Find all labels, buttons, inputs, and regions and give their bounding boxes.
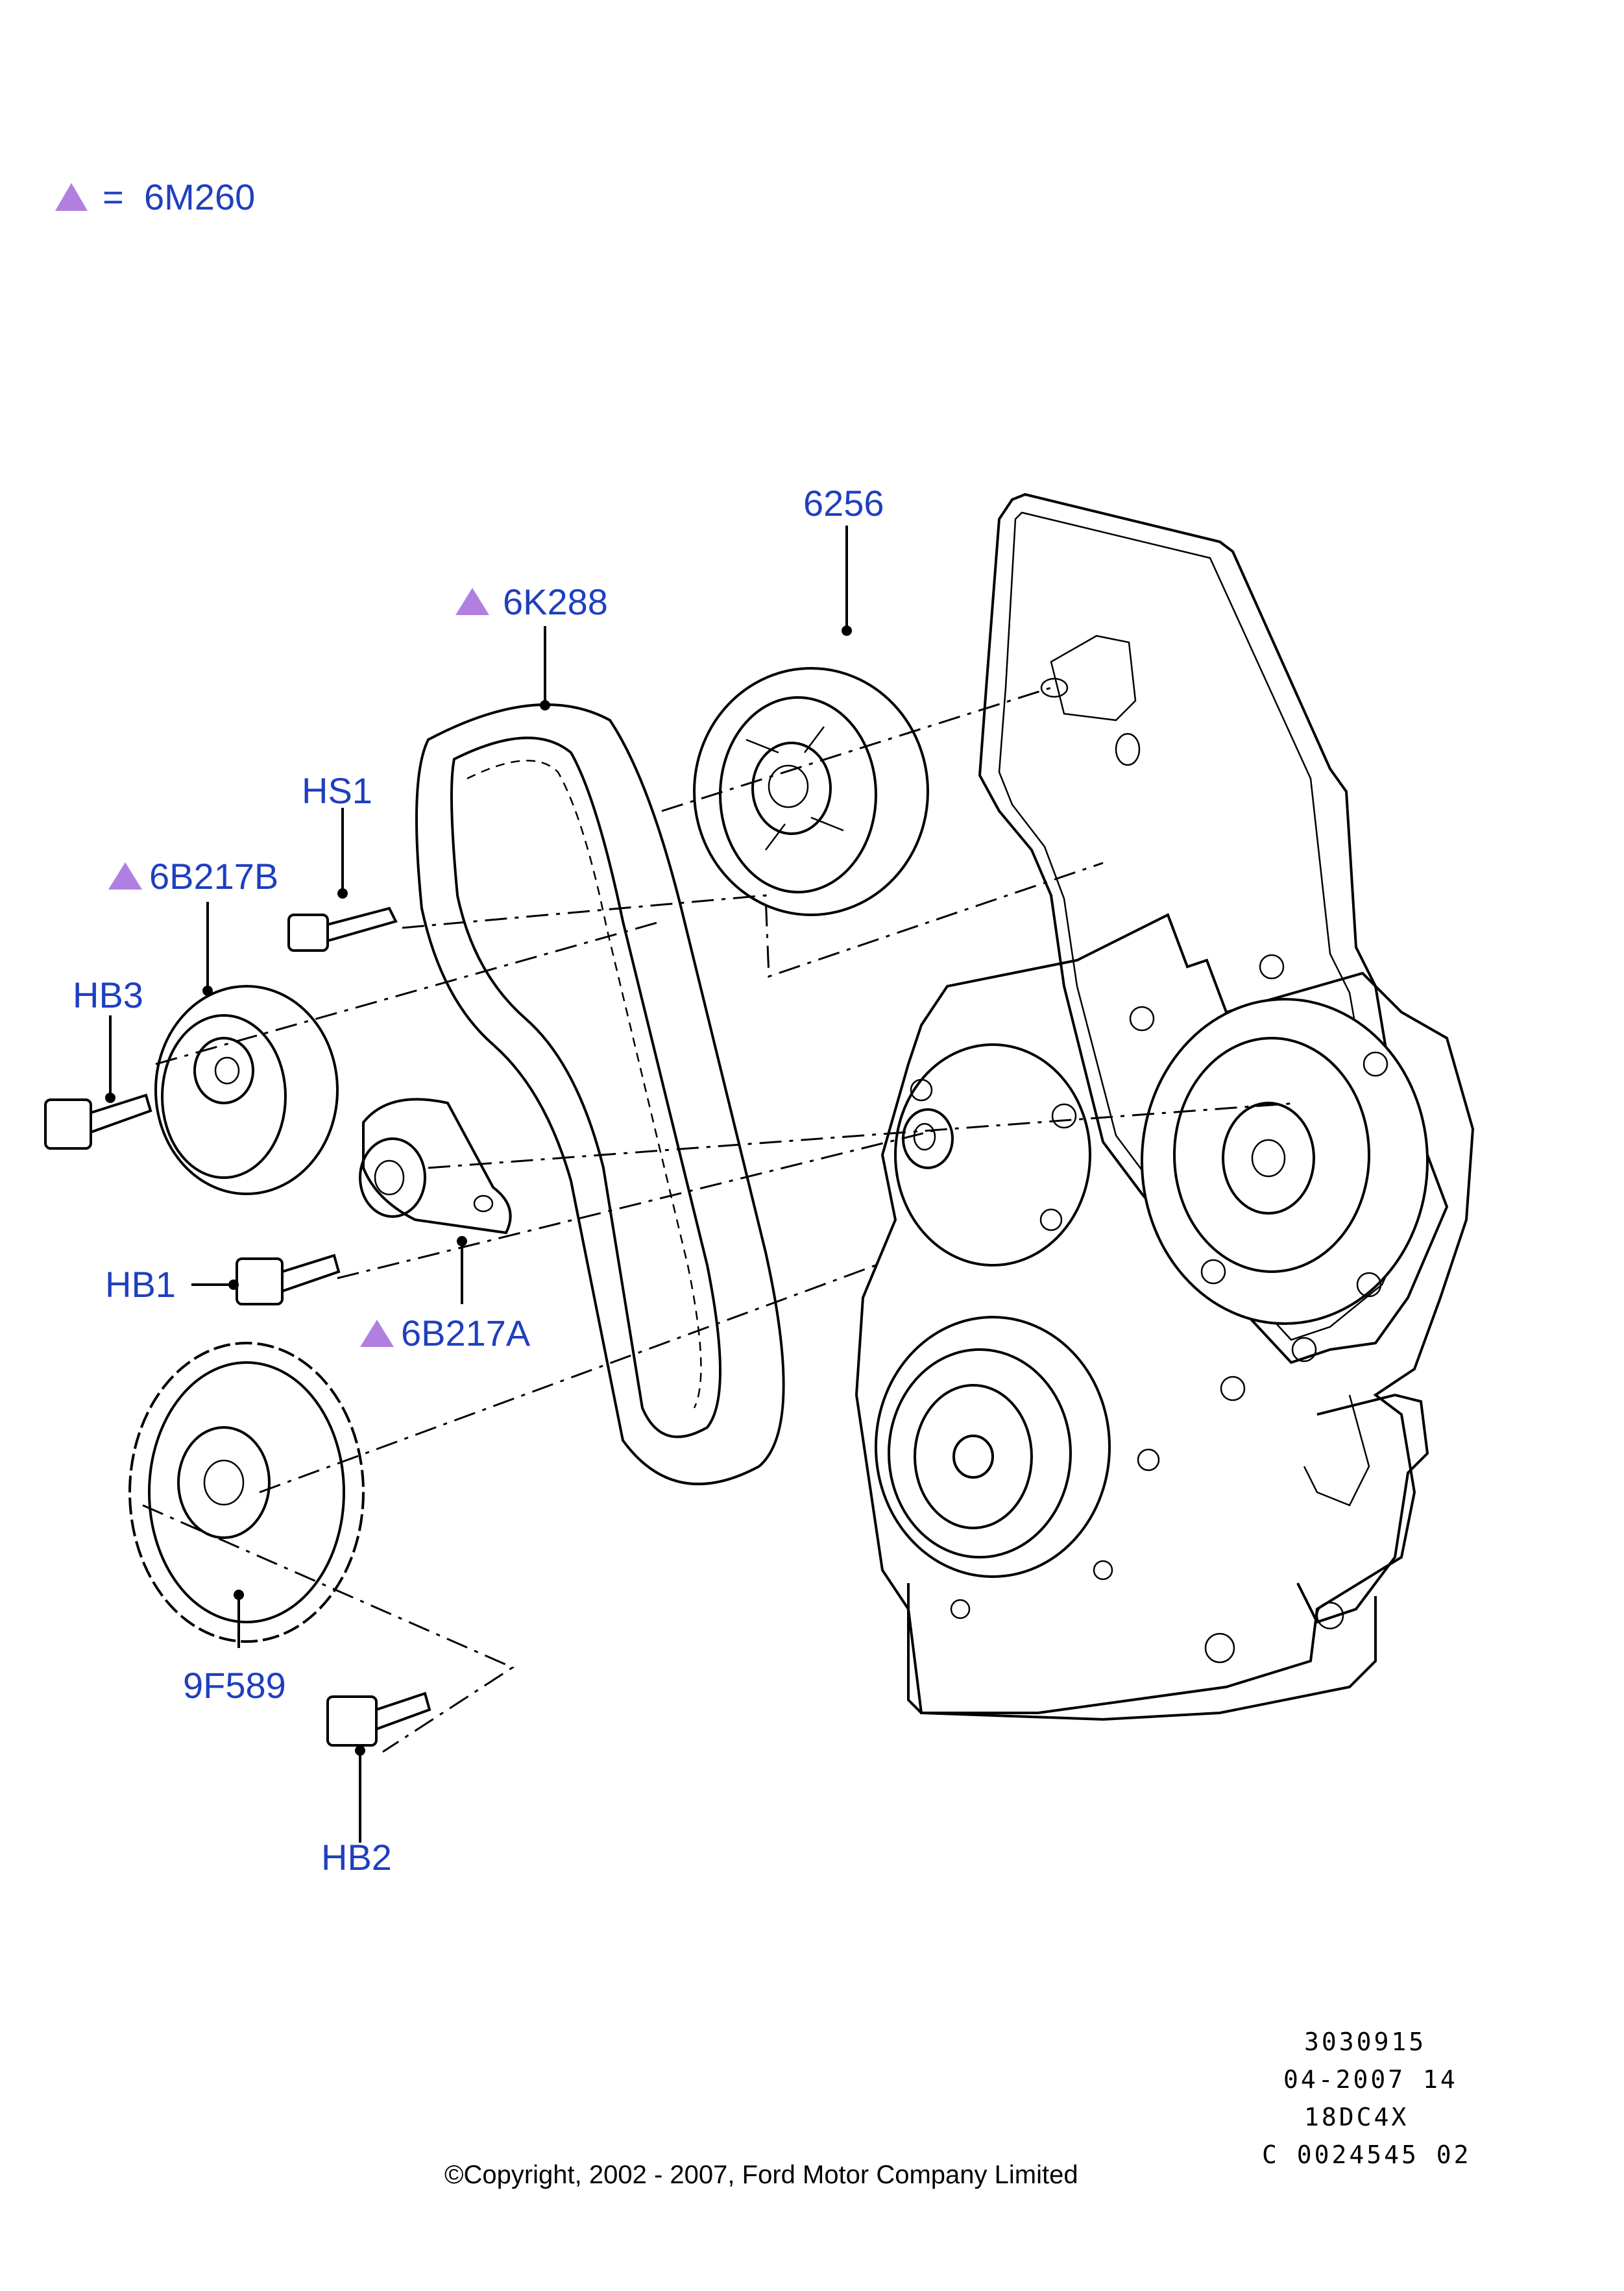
label-HB3: HB3 (73, 975, 143, 1015)
cam-boss (1050, 635, 1137, 721)
label-6B217A-triangle-icon (360, 1320, 394, 1347)
legend: = 6M260 (55, 176, 255, 217)
idler-pulley-6B217A (359, 1098, 512, 1235)
engine-block (854, 492, 1475, 1721)
engine-front (854, 913, 1475, 1714)
oil-pan (907, 1583, 1377, 1721)
water-pump-hub-inner (913, 1122, 936, 1151)
ref-line-1: 3030915 (1304, 2028, 1426, 2056)
label-HS1: HS1 (302, 770, 372, 811)
bolt-HB3 (44, 1093, 152, 1150)
crank-damper-pulley-outer (875, 1316, 1111, 1578)
copyright-notice: ©Copyright, 2002 - 2007, Ford Motor Comp… (444, 2161, 1078, 2189)
ref-line-4: C 0024545 02 (1262, 2140, 1472, 2169)
label-6K288-triangle-icon (455, 588, 489, 615)
label-6B217B-triangle-icon (108, 862, 142, 890)
cam-seal (1040, 677, 1069, 698)
crank-damper-pulley-mid (888, 1348, 1072, 1558)
timing-cover-gasket (978, 492, 1449, 1364)
label-HB2: HB2 (321, 1837, 392, 1878)
label-6256: 6256 (803, 483, 884, 524)
tensioner-pulley-6B217B (154, 985, 339, 1195)
label-6K288: 6K288 (503, 581, 608, 622)
crankshaft-sprocket-9F589 (128, 1342, 365, 1643)
bolt-HB2 (326, 1691, 431, 1747)
bolt-HS1 (287, 906, 398, 952)
ref-line-3: 18DC4X (1304, 2103, 1409, 2131)
crank-damper-bolt (952, 1435, 994, 1479)
label-6B217A: 6B217A (401, 1313, 531, 1353)
vacuum-pump-hub (1251, 1139, 1286, 1178)
label-HB1: HB1 (105, 1264, 176, 1305)
reference-block: 3030915 04-2007 14 18DC4X C 0024545 02 (1262, 2028, 1472, 2169)
alignment-lines (142, 686, 1298, 1753)
engine-mount-right (1303, 1394, 1370, 1507)
callout-leaders (105, 526, 852, 1843)
bolt-HB1 (236, 1254, 341, 1305)
label-6B217B: 6B217B (149, 856, 278, 897)
crank-damper-pulley-inner (914, 1384, 1033, 1529)
vacuum-pump-inner (1222, 1102, 1315, 1215)
callout-labels: 6256 6K288 HS1 6B217B HB3 HB1 6B217A 9F5… (73, 483, 884, 1878)
cover-bolts (910, 954, 1388, 1664)
ref-line-2: 04-2007 14 (1283, 2065, 1458, 2094)
cover-hole (1115, 733, 1141, 766)
engine-mount-rear (1296, 1393, 1429, 1624)
camshaft-pulley-6256 (693, 667, 929, 916)
vacuum-pump-mid (1173, 1037, 1370, 1273)
legend-triangle-icon (55, 183, 88, 211)
legend-equals: = (103, 176, 124, 217)
legend-code: 6M260 (144, 176, 255, 217)
water-pump-body (894, 1043, 1091, 1267)
label-9F589: 9F589 (183, 1665, 286, 1706)
